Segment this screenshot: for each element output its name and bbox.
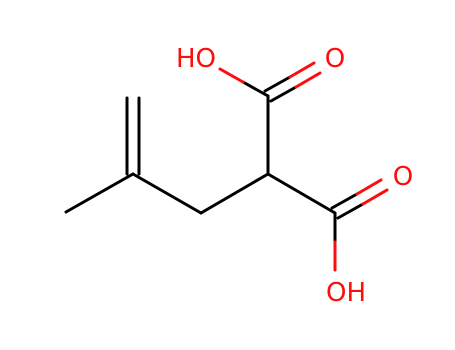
upper-c-o-double-bond-b-carbon-half xyxy=(269,85,298,103)
upper-c-o-double-bond-b-oxygen-half xyxy=(294,71,322,89)
upper-c-oh-bond-carbon-half xyxy=(241,80,270,98)
hydroxyl-label-top: HO xyxy=(176,44,216,74)
lower-c-o-double-bond-b-oxygen-half xyxy=(361,188,389,206)
lower-c-o-double-bond-a-oxygen-half xyxy=(355,178,383,196)
upper-carboxyl-group xyxy=(218,61,322,103)
lower-c-o-double-bond-a-carbon-half xyxy=(330,192,359,210)
allylic-bond xyxy=(131,172,203,215)
upper-c-o-double-bond-a-oxygen-half xyxy=(288,61,316,79)
upper-c-o-double-bond-a-carbon-half xyxy=(263,75,292,93)
carbon-skeleton xyxy=(64,94,337,215)
carbonyl-oxygen-label-bottom: O xyxy=(393,162,413,192)
lower-carboxyl-group xyxy=(330,178,389,272)
upper-c-oh-bond-oxygen-half xyxy=(218,67,245,84)
methylene-methine-bond xyxy=(199,172,270,215)
methine-lower-carboxyl-bond xyxy=(266,172,337,215)
hydroxyl-label-bottom: OH xyxy=(326,278,366,308)
carbonyl-oxygen-label-top: O xyxy=(325,44,345,74)
methyl-bond xyxy=(64,172,135,214)
lower-c-o-double-bond-b-carbon-half xyxy=(336,202,365,220)
